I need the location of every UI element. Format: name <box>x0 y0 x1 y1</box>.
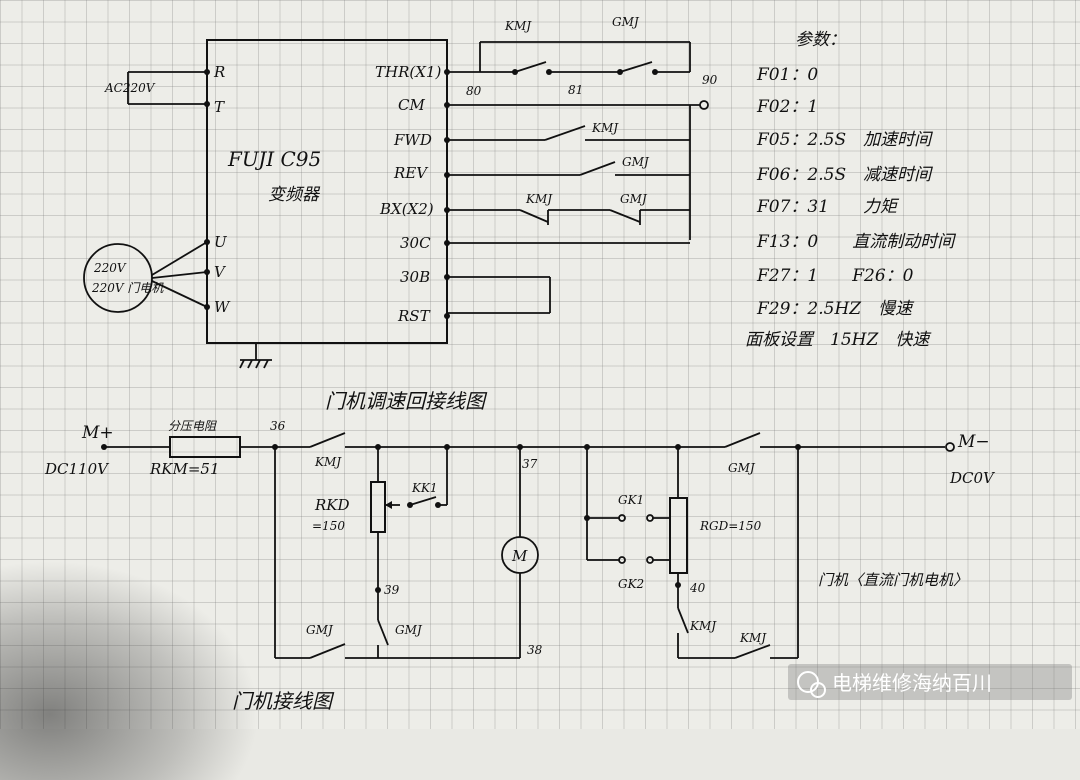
terminal-thr: THR(X1) <box>375 63 441 81</box>
bottom-gmj-label: GMJ <box>306 623 334 637</box>
terminal-w: W <box>214 298 231 316</box>
bus-gmj-label: GMJ <box>728 461 756 475</box>
schematic-drawing: FUJI C95 变频器 R T U V W AC220V 220V 220V … <box>44 15 996 713</box>
ac-motor-icon <box>83 243 153 313</box>
terminal-30b: 30B <box>400 268 430 286</box>
param-f02: F02：1 <box>756 97 818 117</box>
node-37: 37 <box>522 457 538 471</box>
rgd-resistor <box>669 497 688 574</box>
thr-gmj-label: GMJ <box>612 15 640 29</box>
rkd-resistor <box>370 481 386 533</box>
motor-m: M <box>511 547 528 565</box>
kk1-label: KK1 <box>411 481 438 495</box>
param-f05: F05：2.5S 加速时间 <box>756 130 933 150</box>
rgd-kmj-label: KMJ <box>689 619 717 633</box>
terminal-rev: REV <box>393 164 429 182</box>
vfd-subtitle: 变频器 <box>268 185 321 205</box>
terminal-30c: 30C <box>400 234 431 252</box>
fwd-kmj-label: KMJ <box>591 121 619 135</box>
param-panel: 面板设置 15HZ 快速 <box>745 330 932 350</box>
bx-kmj-label: KMJ <box>525 192 553 206</box>
gk2-label: GK2 <box>618 577 644 591</box>
watermark-box <box>788 664 1072 700</box>
param-f27: F27：1 F26：0 <box>756 266 914 286</box>
node-40: 40 <box>689 581 706 595</box>
terminal-rst: RST <box>397 307 431 325</box>
param-f29: F29：2.5HZ 慢速 <box>756 299 915 319</box>
node-39: 39 <box>384 583 400 597</box>
param-f13: F13：0 直流制动时间 <box>756 232 956 252</box>
rkd-label: RKD <box>314 496 350 514</box>
rgd-label: RGD=150 <box>699 519 762 533</box>
rkd-value: =150 <box>312 519 345 533</box>
motor-label: 220V 门电机 <box>91 281 164 295</box>
speed-title: 门机调速回接线图 <box>325 389 488 413</box>
terminal-r: R <box>213 63 225 81</box>
node-36: 36 <box>270 419 286 433</box>
vfd-title: FUJI C95 <box>227 147 321 171</box>
supply-label: AC220V <box>104 81 156 95</box>
rev-gmj-label: GMJ <box>622 155 650 169</box>
node-90: 90 <box>702 73 718 87</box>
param-f06: F06：2.5S 减速时间 <box>756 165 933 185</box>
dc0-label: DC0V <box>949 469 996 487</box>
node-81: 81 <box>568 83 583 97</box>
gk1-label: GK1 <box>618 493 644 507</box>
node-38: 38 <box>527 643 543 657</box>
params-heading: 参数： <box>795 30 846 50</box>
terminal-bx: BX(X2) <box>379 200 434 218</box>
rkm-label: RKM=51 <box>149 460 220 478</box>
bus-kmj-label: KMJ <box>314 455 342 469</box>
terminal-cm: CM <box>398 96 425 114</box>
motor-voltage: 220V <box>93 261 127 275</box>
node-80: 80 <box>466 84 482 98</box>
m-minus-label: M− <box>957 432 990 452</box>
param-f07: F07：31 力矩 <box>756 197 900 217</box>
bx-gmj-label: GMJ <box>620 192 648 206</box>
param-f01: F01：0 <box>756 65 818 85</box>
terminal-v: V <box>214 263 227 281</box>
terminal-fwd: FWD <box>393 131 432 149</box>
divider-label: 分压电阻 <box>168 419 217 433</box>
bottom-kmj-label: KMJ <box>739 631 767 645</box>
thr-kmj-label: KMJ <box>504 19 532 33</box>
divider-resistor <box>169 436 241 458</box>
vfd-box <box>206 39 448 344</box>
terminal-t: T <box>214 98 225 116</box>
dc110-label: DC110V <box>44 460 110 478</box>
rkd-gmj-label: GMJ <box>395 623 423 637</box>
terminal-u: U <box>214 233 228 251</box>
door-motor-label: 门机〈直流门机电机〉 <box>818 571 968 589</box>
footer-caption: 门机接线图 <box>232 689 335 713</box>
m-plus-label: M+ <box>81 423 114 443</box>
